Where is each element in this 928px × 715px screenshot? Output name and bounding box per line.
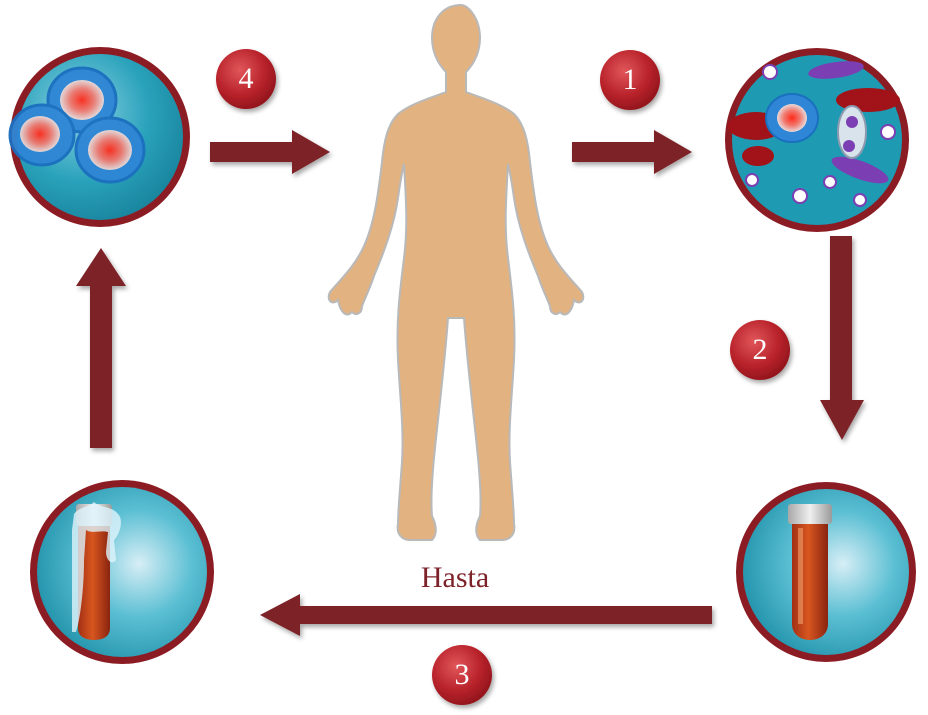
- arrow-step-3: [260, 594, 712, 636]
- step-badge-2: [730, 320, 790, 380]
- step-badge-3: [432, 645, 492, 705]
- blood-tube-icon: [736, 482, 916, 662]
- frozen-blood-tube-icon: [30, 480, 214, 664]
- human-body-silhouette: [329, 5, 584, 540]
- step-badge-4: [216, 49, 276, 109]
- arrow-step-1: [572, 130, 692, 174]
- arrow-step-2: [820, 236, 864, 440]
- stem-cells-icon: [10, 47, 190, 227]
- step-badge-1: [600, 50, 660, 110]
- patient-caption: Hasta: [380, 560, 530, 596]
- arrow-step-4: [210, 130, 330, 174]
- bone-marrow-cells-icon: [725, 48, 909, 232]
- arrow-step-vertical: [76, 248, 126, 448]
